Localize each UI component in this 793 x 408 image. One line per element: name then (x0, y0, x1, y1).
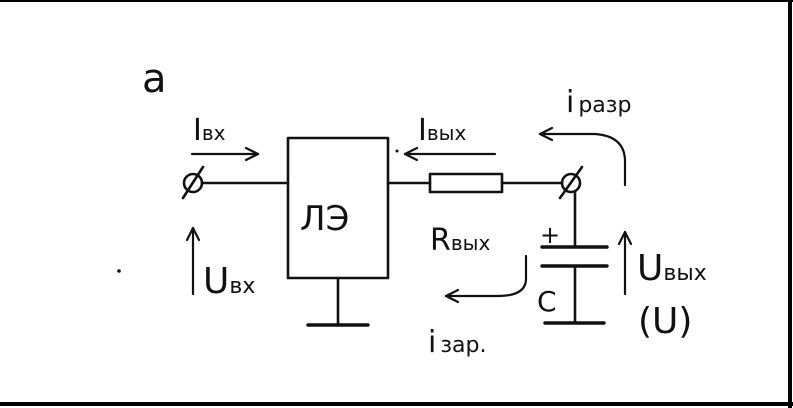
charge-current-arrowhead (444, 288, 460, 304)
input-current-main: I (193, 113, 202, 148)
output-terminal (560, 172, 582, 194)
stray-mark (395, 149, 399, 153)
resistor-r-out (428, 172, 504, 194)
charge-current-sub: зар. (440, 333, 486, 358)
panel-label: a (142, 56, 167, 102)
output-current-arrowhead (403, 146, 419, 162)
input-current-label: Iвх (193, 113, 226, 148)
output-voltage-main: U (637, 248, 663, 289)
discharge-current-arrowhead (538, 126, 554, 142)
input-voltage-label: Uвх (203, 261, 255, 302)
output-voltage-arrowhead (617, 230, 633, 246)
output-terminal-slash (558, 165, 584, 200)
output-current-label: Iвых (418, 113, 466, 148)
discharge-current-sub: разр (578, 93, 631, 118)
resistor-label: Rвых (430, 223, 490, 258)
output-voltage-sub: вых (663, 261, 706, 286)
output-voltage-label: Uвых (637, 248, 707, 289)
output-current-main: I (418, 113, 427, 148)
charge-current-arrow (444, 254, 528, 298)
charge-current-main: i (428, 325, 436, 360)
output-current-sub: вых (427, 121, 467, 145)
input-voltage-sub: вх (229, 274, 255, 299)
input-current-arrowhead (244, 146, 260, 162)
output-voltage-alt-label: (U) (638, 301, 692, 342)
resistor-label-sub: вых (451, 231, 491, 255)
resistor-label-main: R (430, 223, 451, 258)
input-voltage-arrowhead (185, 226, 201, 242)
input-terminal-slash (181, 165, 205, 200)
capacitor-label: C (537, 285, 557, 318)
stray-mark (117, 269, 121, 273)
discharge-current-arrow (538, 132, 627, 187)
capacitor-plus-sign: + (540, 221, 560, 249)
logic-element-label: ЛЭ (300, 199, 349, 239)
discharge-current-main: i (566, 85, 574, 120)
input-voltage-main: U (203, 261, 229, 302)
input-current-sub: вх (202, 121, 226, 145)
